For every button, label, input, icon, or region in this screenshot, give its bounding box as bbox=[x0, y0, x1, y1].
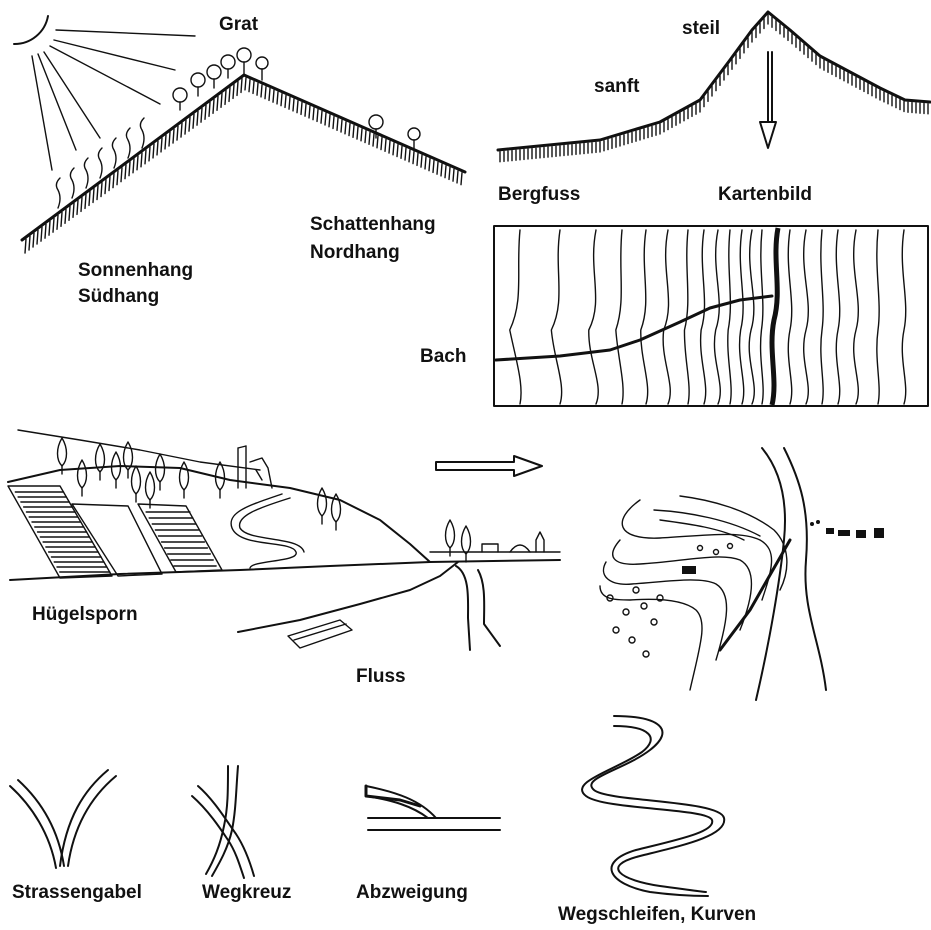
label-sonnenhang: Sonnenhang bbox=[78, 260, 193, 282]
label-abzweigung: Abzweigung bbox=[356, 882, 468, 904]
label-bach: Bach bbox=[420, 346, 466, 368]
label-suedhang: Südhang bbox=[78, 286, 159, 308]
bridge bbox=[288, 620, 352, 648]
winding-path bbox=[231, 494, 296, 568]
label-steil: steil bbox=[682, 18, 720, 40]
label-bergfuss: Bergfuss bbox=[498, 184, 580, 206]
vines bbox=[56, 118, 144, 208]
switchback-symbol bbox=[582, 716, 724, 896]
down-arrow bbox=[760, 52, 776, 148]
label-grat: Grat bbox=[219, 14, 258, 36]
road-symbols bbox=[10, 716, 724, 896]
map-castle bbox=[682, 566, 696, 574]
map-road bbox=[720, 540, 790, 650]
contour-lines bbox=[510, 230, 906, 404]
map-village bbox=[810, 520, 884, 538]
river bbox=[238, 562, 500, 650]
sun-icon bbox=[14, 16, 48, 44]
right-arrow bbox=[436, 456, 542, 476]
cliff-hatching bbox=[15, 492, 216, 572]
junction-symbol bbox=[366, 786, 500, 830]
label-schattenhang: Schattenhang bbox=[310, 214, 436, 236]
contour-map bbox=[494, 226, 928, 406]
label-sanft: sanft bbox=[594, 76, 639, 98]
map-frame bbox=[494, 226, 928, 406]
crossroads-symbol bbox=[192, 766, 254, 878]
label-fluss: Fluss bbox=[356, 666, 406, 688]
horizon-line bbox=[18, 430, 260, 470]
label-nordhang: Nordhang bbox=[310, 242, 400, 264]
label-wegschleifen: Wegschleifen, Kurven bbox=[558, 904, 756, 926]
label-huegelsporn: Hügelsporn bbox=[32, 604, 138, 626]
label-wegkreuz: Wegkreuz bbox=[202, 882, 291, 904]
fork-symbol bbox=[10, 770, 116, 868]
map-divide-line bbox=[772, 228, 778, 405]
label-strassengabel: Strassengabel bbox=[12, 882, 142, 904]
label-kartenbild: Kartenbild bbox=[718, 184, 812, 206]
hill-spur-map bbox=[600, 448, 884, 700]
map-river-right bbox=[784, 448, 826, 690]
